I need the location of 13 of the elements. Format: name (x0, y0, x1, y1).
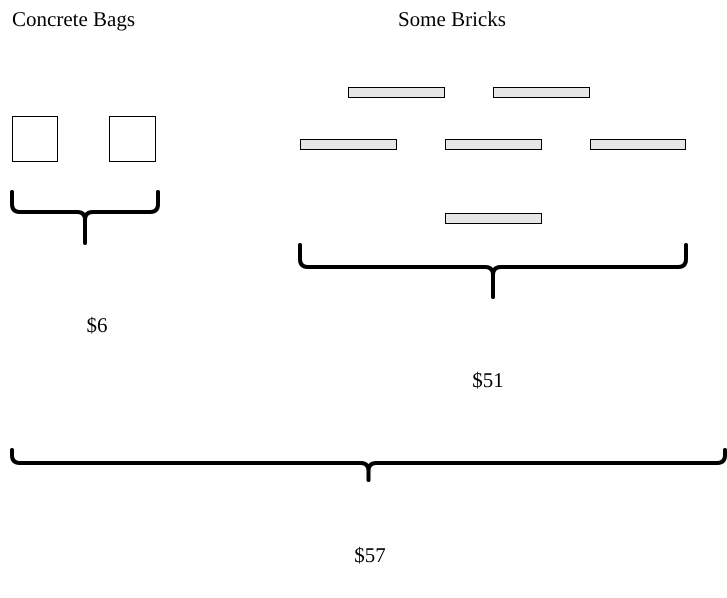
brick-bar (300, 139, 397, 150)
label-text: Concrete Bags (12, 9, 136, 30)
label-text: $57 (354, 545, 386, 566)
brick-bar (590, 139, 686, 150)
label-text: Some Bricks (398, 9, 506, 30)
label-text: $51 (472, 370, 504, 391)
brick-bar (493, 87, 590, 98)
brick-bar (348, 87, 445, 98)
label-text: $6 (86, 315, 108, 336)
brick-bar (445, 213, 542, 224)
bag-square (12, 116, 58, 162)
bag-square (109, 116, 156, 162)
brick-bar (445, 139, 542, 150)
